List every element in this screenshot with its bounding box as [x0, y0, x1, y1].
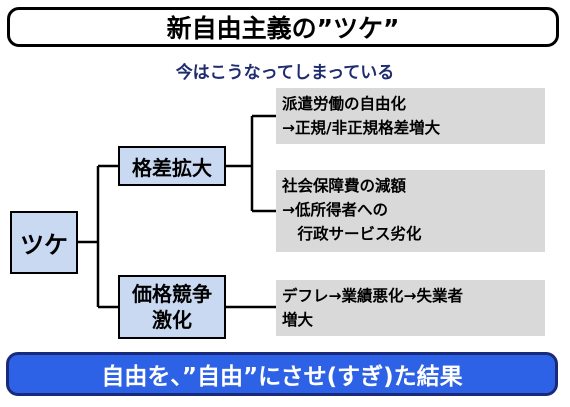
branch-label: 価格競争 激化 — [132, 282, 212, 332]
branch-node-price-competition: 価格競争 激化 — [118, 275, 226, 339]
leaf-social-security: 社会保障費の減額 →低所得者への 行政サービス劣化 — [276, 170, 545, 252]
root-label: ツケ — [20, 231, 68, 259]
page-title: 新自由主義の”ツケ” — [166, 14, 400, 43]
branch-label: 格差拡大 — [132, 155, 212, 180]
branch-node-inequality: 格差拡大 — [118, 146, 226, 186]
root-node: ツケ — [10, 211, 78, 274]
leaf-dispatch-labor: 派遣労働の自由化 →正規/非正規格差増大 — [276, 88, 545, 144]
footer-banner: 自由を、”自由”にさせ(すぎ)た結果 — [6, 352, 558, 396]
title-box: 新自由主義の”ツケ” — [7, 7, 559, 47]
leaf-deflation: デフレ→業績悪化→失業者 増大 — [276, 280, 545, 336]
subtitle: 今はこうなってしまっている — [175, 63, 395, 83]
footer-text: 自由を、”自由”にさせ(すぎ)た結果 — [101, 364, 463, 390]
